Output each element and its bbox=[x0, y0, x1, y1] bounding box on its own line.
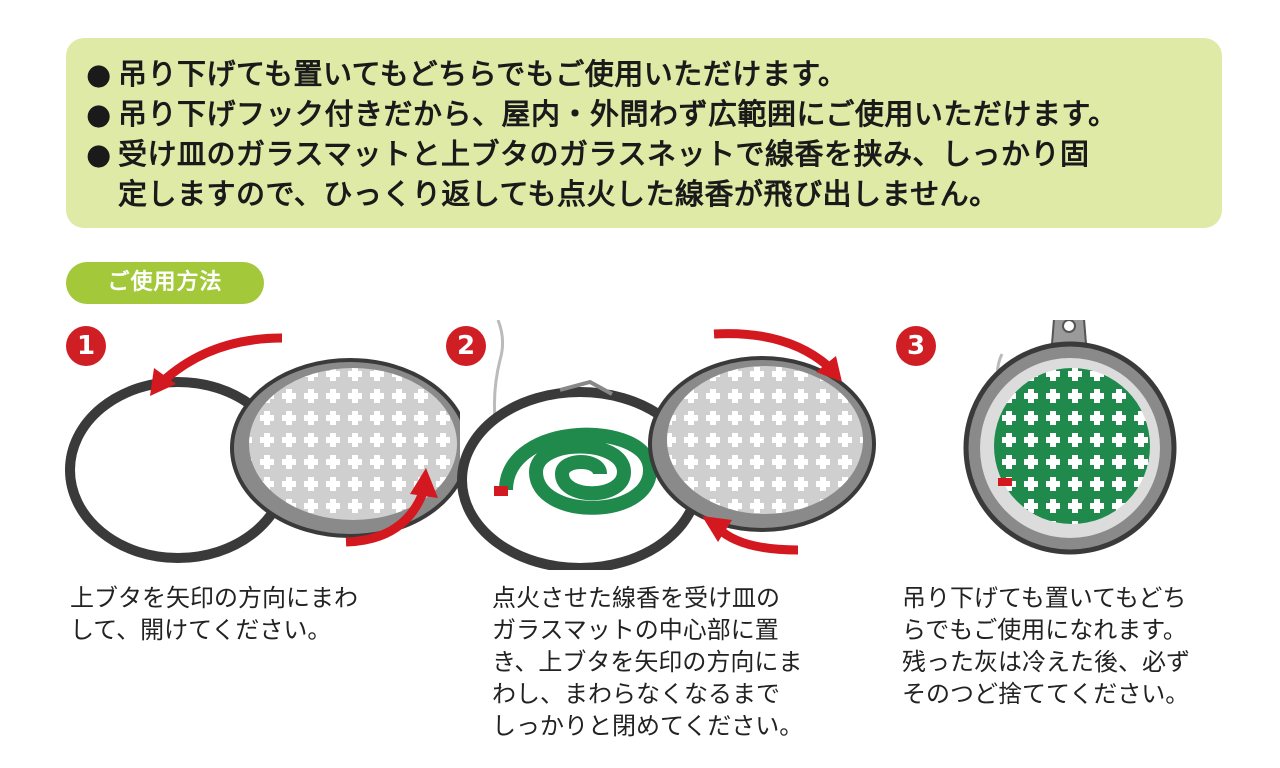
step-1: 1 上ブタを矢印の方向にまわ して、開けてください。 bbox=[60, 320, 460, 760]
feature-item-3: ● 受け皿のガラスマットと上ブタのガラスネットで線香を挟み、しっかり固 定します… bbox=[86, 134, 1202, 214]
glass-net-icon bbox=[994, 368, 1150, 524]
usage-label: ご使用方法 bbox=[66, 262, 264, 304]
feature-text: 吊り下げても置いてもどちらでもご使用いただけます。 bbox=[118, 57, 848, 91]
feature-item-1: ● 吊り下げても置いてもどちらでもご使用いただけます。 bbox=[86, 54, 1202, 94]
step-3: 3 吊り下げても置いてもどち らでもご使用になれます。 残った灰は冷えた後、必ず… bbox=[890, 320, 1280, 760]
feature-text: 受け皿のガラスマットと上ブタのガラスネットで線香を挟み、しっかり固 定しますので… bbox=[118, 137, 1090, 211]
bullet-icon: ● bbox=[86, 97, 112, 131]
step-3-caption: 吊り下げても置いてもどち らでもご使用になれます。 残った灰は冷えた後、必ず そ… bbox=[902, 584, 1190, 708]
mosquito-coil-icon bbox=[499, 427, 658, 515]
hook-icon bbox=[559, 379, 613, 396]
feature-box: ● 吊り下げても置いてもどちらでもご使用いただけます。 ● 吊り下げフック付きだ… bbox=[66, 38, 1222, 228]
ember-icon bbox=[998, 478, 1012, 486]
bullet-icon: ● bbox=[86, 57, 112, 91]
bullet-icon: ● bbox=[86, 137, 112, 171]
step-number-badge: 2 bbox=[446, 326, 486, 366]
hook-icon bbox=[1050, 320, 1088, 345]
step-3-illustration bbox=[963, 320, 1177, 555]
glass-net-icon bbox=[249, 368, 457, 520]
step-2-illustration bbox=[457, 320, 876, 570]
rotate-left-arrow-icon bbox=[158, 333, 283, 386]
glass-net-icon bbox=[667, 366, 863, 514]
step-number-badge: 3 bbox=[896, 326, 936, 366]
feature-item-2: ● 吊り下げフック付きだから、屋内・外問わず広範囲にご使用いただけます。 bbox=[86, 94, 1202, 134]
ember-icon bbox=[494, 486, 508, 496]
step-1-caption: 上ブタを矢印の方向にまわ して、開けてください。 bbox=[70, 584, 358, 644]
step-1-illustration bbox=[65, 333, 460, 563]
feature-text: 吊り下げフック付きだから、屋内・外問わず広範囲にご使用いただけます。 bbox=[118, 97, 1118, 131]
step-number-badge: 1 bbox=[66, 326, 106, 366]
rotate-right-arrow-icon bbox=[713, 329, 831, 370]
rotate-up-arrow-icon bbox=[345, 488, 429, 547]
step-2: 2 点火させた線香を受け皿の ガラスマットの中心部に置 き、上ブタを矢印の方向に… bbox=[440, 320, 876, 760]
step-2-caption: 点火させた線香を受け皿の ガラスマットの中心部に置 き、上ブタを矢印の方向にま … bbox=[492, 584, 804, 740]
